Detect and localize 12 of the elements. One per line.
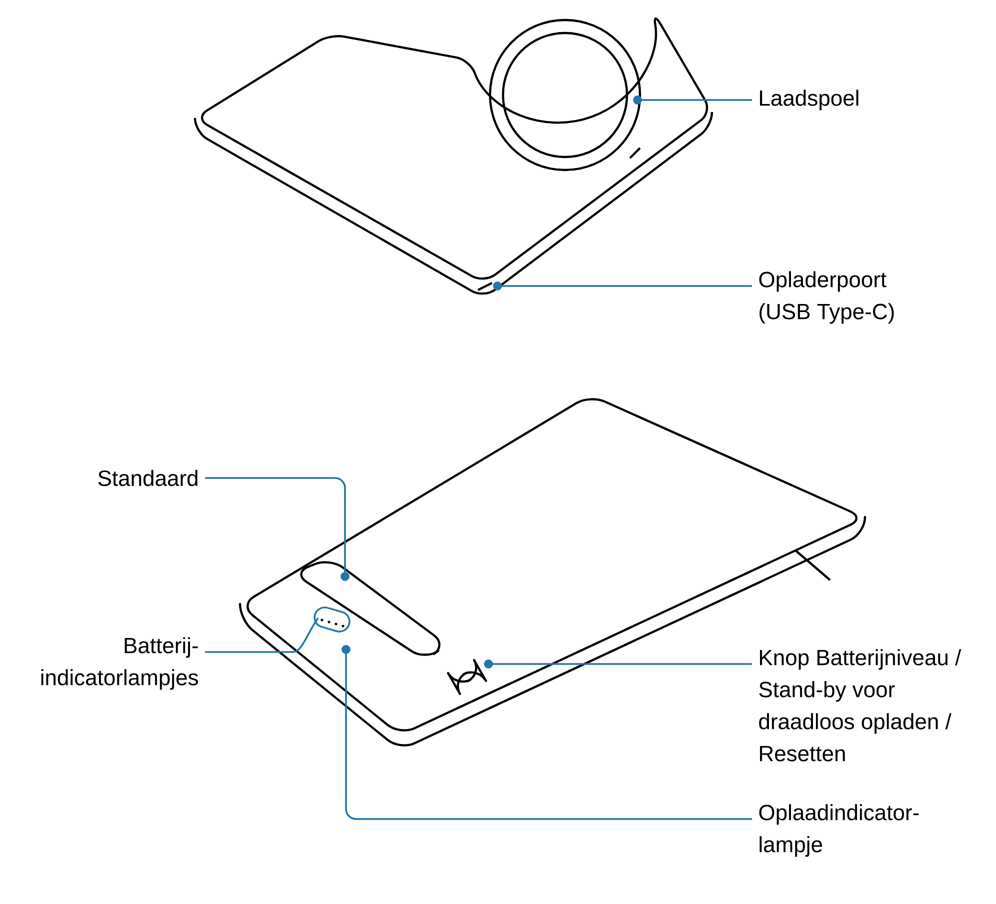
- leader-line: [205, 477, 350, 581]
- leader-line: [633, 96, 752, 104]
- callout-label: Knop Batterijniveau / Stand-by voor draadloos opladen / Resetten: [759, 649, 962, 762]
- callout-label: Laadspoel: [760, 90, 858, 110]
- callout-label: Opladerpoort (USB Type-C): [759, 271, 894, 324]
- leader-line: [493, 282, 752, 290]
- callout-label: Batterij- indicatorlampjes: [41, 637, 198, 690]
- leader-line: [204, 606, 350, 653]
- callout-label: Oplaadindicator- lampje: [759, 804, 919, 857]
- callout-label: Standaard: [98, 470, 198, 486]
- leader-line: [342, 645, 752, 820]
- leader-line: [484, 660, 752, 668]
